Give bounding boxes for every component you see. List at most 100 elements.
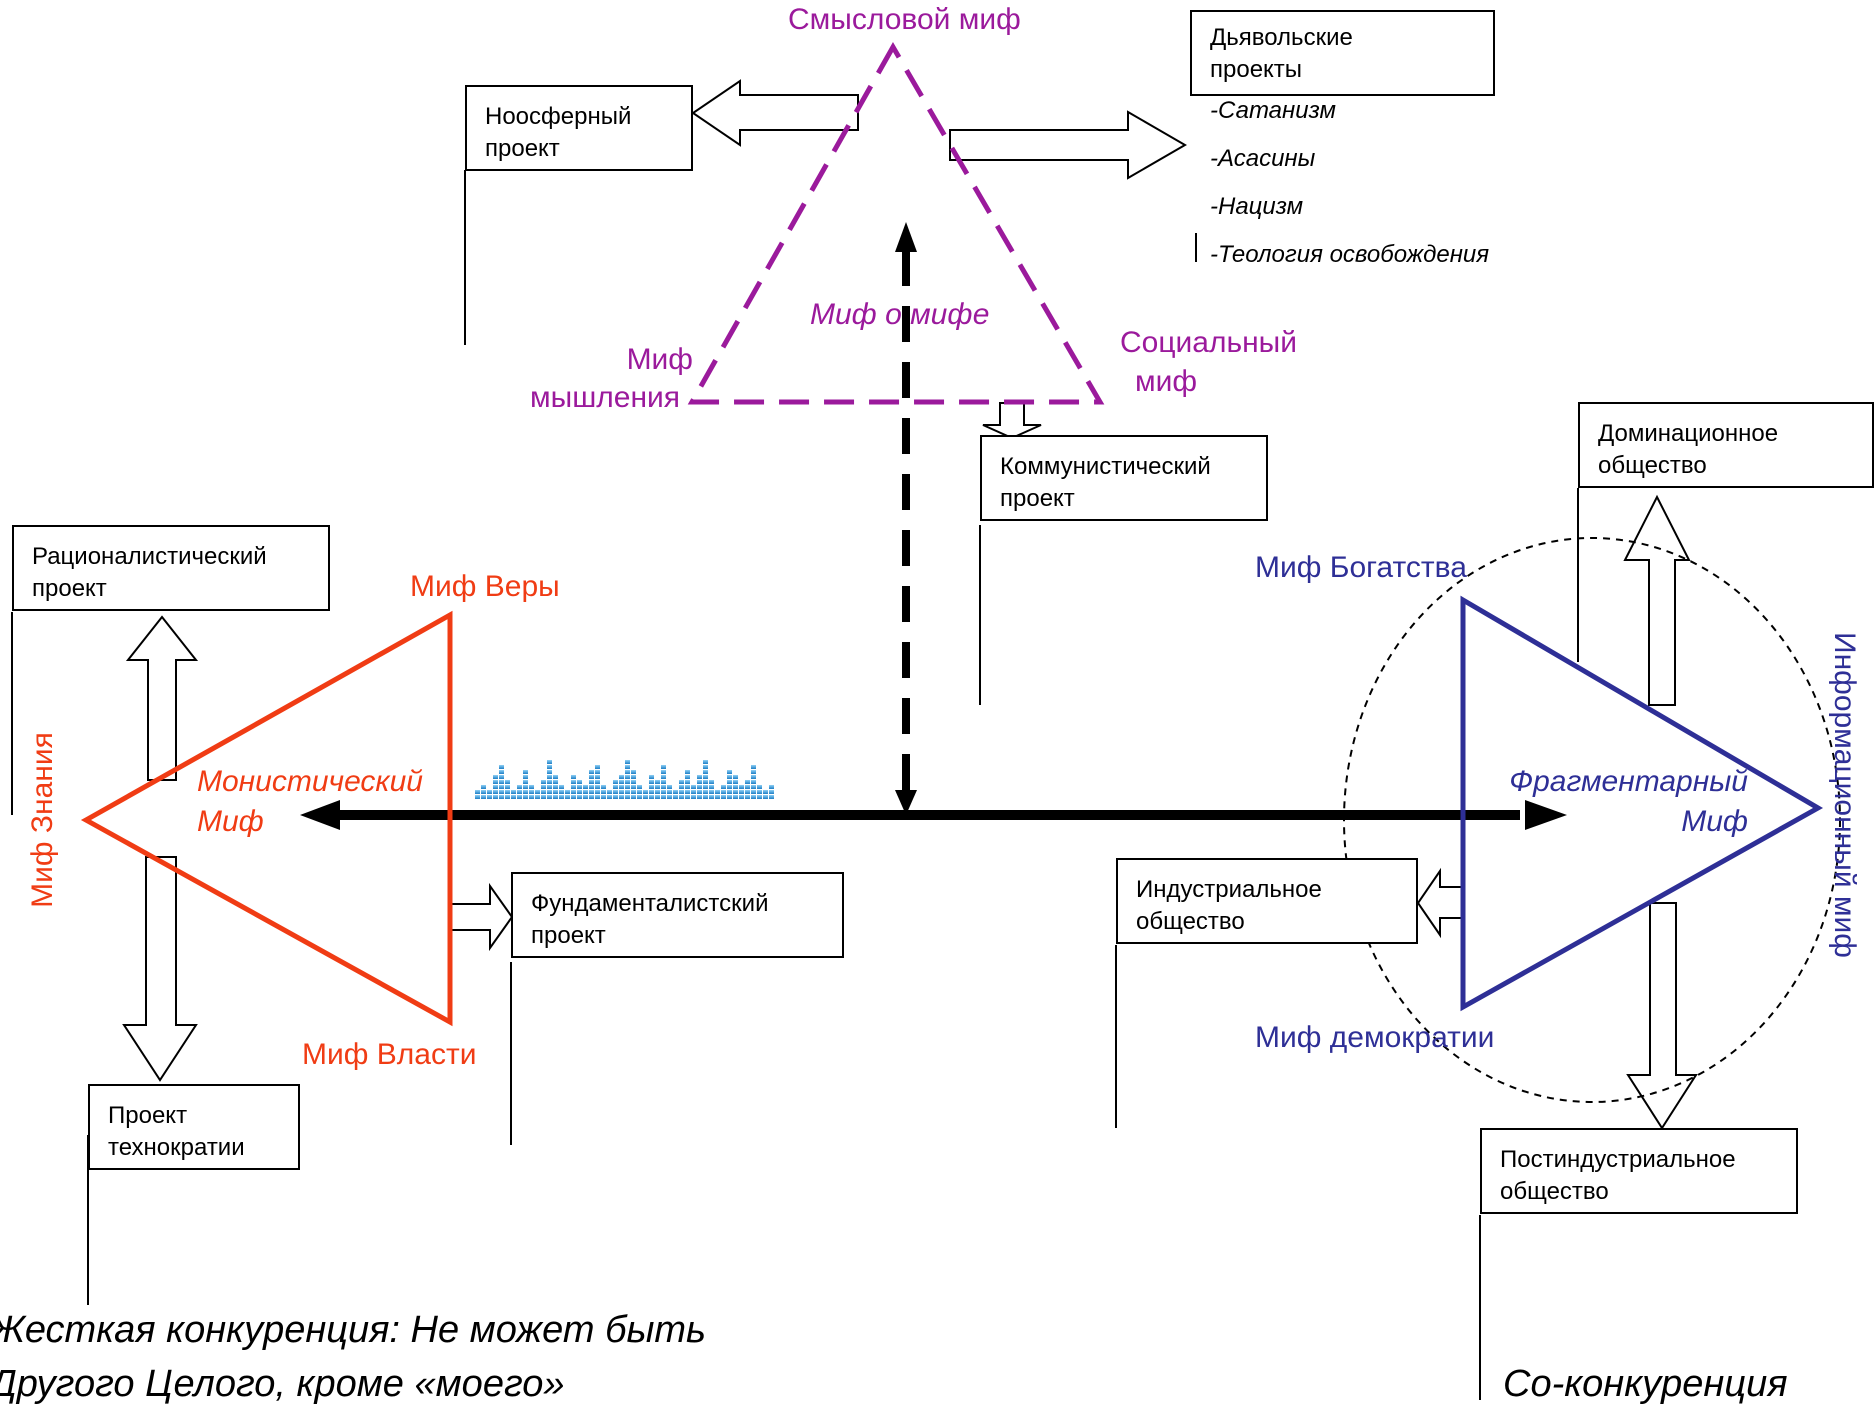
box-line: проект — [32, 575, 107, 602]
label-myth-about-myth: Миф о мифе — [810, 298, 990, 331]
equalizer-cell — [517, 790, 522, 794]
equalizer-cell — [589, 775, 594, 779]
equalizer-cell — [721, 790, 726, 794]
equalizer-cell — [751, 795, 756, 799]
equalizer-cell — [697, 780, 702, 784]
box-line: Рационалистический — [32, 543, 267, 570]
equalizer-cell — [595, 785, 600, 789]
equalizer-cell — [769, 795, 774, 799]
equalizer-cell — [703, 775, 708, 779]
equalizer-cell — [529, 785, 534, 789]
box-postindustrial-society: Постиндустриальное общество — [1480, 1128, 1798, 1214]
box-line: Постиндустриальное — [1500, 1146, 1736, 1173]
equalizer-cell — [553, 790, 558, 794]
dashed-circle — [1343, 537, 1841, 1103]
equalizer-cell — [661, 765, 666, 769]
equalizer-cell — [505, 780, 510, 784]
equalizer-cell — [565, 790, 570, 794]
arrow-to-devil-projects — [949, 110, 1187, 180]
equalizer-cell — [763, 790, 768, 794]
equalizer-cell — [751, 775, 756, 779]
equalizer-cell — [721, 795, 726, 799]
equalizer-cell — [763, 795, 768, 799]
equalizer-cell — [661, 770, 666, 774]
equalizer-cell — [697, 775, 702, 779]
equalizer-cell — [589, 795, 594, 799]
equalizer-cell — [733, 790, 738, 794]
equalizer-cell — [625, 785, 630, 789]
equalizer-cell — [583, 790, 588, 794]
equalizer-cell — [547, 765, 552, 769]
equalizer-cell — [757, 790, 762, 794]
devil-list-item: -Нацизм — [1210, 193, 1304, 220]
equalizer-cell — [493, 790, 498, 794]
equalizer-cell — [679, 790, 684, 794]
box-line: Дьявольские — [1210, 24, 1353, 51]
equalizer-cell — [481, 790, 486, 794]
equalizer-cell — [535, 790, 540, 794]
equalizer-cell — [619, 795, 624, 799]
equalizer-cell — [523, 775, 528, 779]
equalizer-cell — [493, 795, 498, 799]
equalizer-cell — [583, 785, 588, 789]
box-noosphere-project: Ноосферный проект — [465, 85, 693, 171]
equalizer-cell — [643, 795, 648, 799]
equalizer-cell — [595, 780, 600, 784]
equalizer-cell — [667, 795, 672, 799]
equalizer-cell — [619, 775, 624, 779]
equalizer-cell — [685, 795, 690, 799]
vertical-dashed-arrow — [895, 222, 917, 815]
arrow-down-technocracy — [122, 856, 198, 1082]
equalizer-cell — [631, 780, 636, 784]
equalizer-cell — [733, 775, 738, 779]
equalizer-cell — [553, 780, 558, 784]
equalizer-cell — [577, 780, 582, 784]
equalizer-cell — [727, 770, 732, 774]
equalizer-cell — [721, 785, 726, 789]
equalizer-cell — [481, 795, 486, 799]
equalizer-cell — [619, 790, 624, 794]
equalizer-cell — [583, 795, 588, 799]
equalizer-cell — [649, 795, 654, 799]
equalizer-cell — [601, 795, 606, 799]
label-semantic-myth: Смысловой миф — [788, 3, 1021, 36]
label-monistic-line1: Монистический — [197, 765, 423, 798]
equalizer-cell — [595, 775, 600, 779]
equalizer-cell — [649, 780, 654, 784]
label-social-myth-line2: миф — [1135, 365, 1198, 398]
box-devil-projects: Дьявольские проекты — [1190, 10, 1495, 96]
equalizer-cell — [643, 790, 648, 794]
equalizer-cell — [595, 770, 600, 774]
equalizer-cell — [541, 790, 546, 794]
equalizer-cell — [613, 795, 618, 799]
equalizer-cell — [733, 795, 738, 799]
box-line: проект — [1000, 485, 1075, 512]
equalizer-cell — [739, 790, 744, 794]
equalizer-cell — [727, 795, 732, 799]
equalizer-cell — [493, 785, 498, 789]
equalizer-cell — [523, 770, 528, 774]
equalizer-cell — [745, 790, 750, 794]
label-myth-knowledge: Миф Знания — [26, 732, 59, 908]
equalizer-cell — [511, 795, 516, 799]
box-line: проекты — [1210, 56, 1303, 83]
equalizer-cell — [571, 790, 576, 794]
equalizer-cell — [541, 795, 546, 799]
equalizer-cell — [661, 780, 666, 784]
equalizer-cell — [697, 790, 702, 794]
equalizer-cell — [499, 770, 504, 774]
equalizer-cell — [613, 790, 618, 794]
arrow-to-noosphere — [691, 79, 859, 147]
equalizer-cell — [631, 770, 636, 774]
equalizer-cell — [685, 790, 690, 794]
equalizer-cell — [715, 790, 720, 794]
equalizer-cell — [709, 780, 714, 784]
caption-hard-competition-line1: Жесткая конкуренция: Не может быть — [0, 1309, 707, 1351]
equalizer-cell — [547, 770, 552, 774]
equalizer-cell — [631, 775, 636, 779]
equalizer-cell — [529, 795, 534, 799]
equalizer-cell — [589, 785, 594, 789]
equalizer-cell — [577, 795, 582, 799]
equalizer-cell — [727, 780, 732, 784]
